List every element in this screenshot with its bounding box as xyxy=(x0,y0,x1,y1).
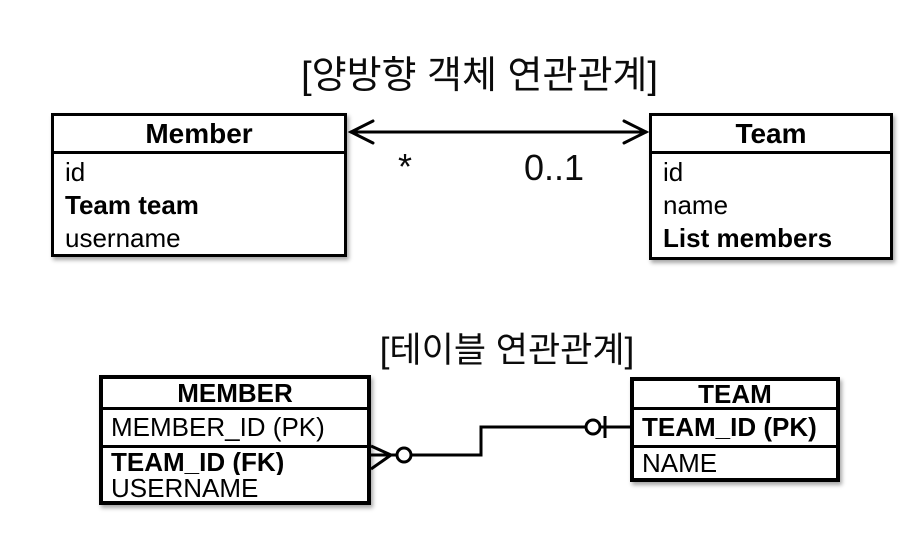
crows-foot-many-icon xyxy=(370,444,397,471)
team-table-name: TEAM xyxy=(634,381,836,410)
member-field-team: Team team xyxy=(65,190,199,220)
team-class-name: Team xyxy=(652,116,890,154)
team-pk-column: TEAM_ID (PK) xyxy=(634,410,836,448)
team-field-name: name xyxy=(663,190,729,220)
object-diagram-title: [양방향 객체 연관관계] xyxy=(301,55,658,97)
member-pk-column: MEMBER_ID (PK) xyxy=(103,410,367,448)
member-field-username: username xyxy=(65,223,181,253)
team-class-fields: id name List members xyxy=(652,154,890,255)
bidirectional-arrow-icon xyxy=(347,119,650,145)
zero-circle-icon xyxy=(584,418,602,436)
multiplicity-team-side: 0..1 xyxy=(524,147,585,188)
team-field-members: List members xyxy=(663,223,833,253)
member-table-columns: TEAM_ID (FK) USERNAME xyxy=(103,448,367,501)
team-table-columns: NAME xyxy=(634,448,836,478)
member-class-name: Member xyxy=(54,116,344,154)
team-name-column: NAME xyxy=(642,449,718,478)
zero-circle-icon xyxy=(395,446,413,464)
team-field-id: id xyxy=(663,157,684,187)
member-table-box: MEMBER MEMBER_ID (PK) TEAM_ID (FK) USERN… xyxy=(99,375,371,505)
member-field-id: id xyxy=(65,157,86,187)
member-class-box: Member id Team team username xyxy=(51,113,347,257)
team-class-box: Team id name List members xyxy=(649,113,893,260)
table-diagram-title: [테이블 연관관계] xyxy=(379,331,635,370)
member-username-column: USERNAME xyxy=(111,475,259,501)
member-fk-column: TEAM_ID (FK) xyxy=(111,449,285,475)
member-table-name: MEMBER xyxy=(103,379,367,410)
connector-path xyxy=(411,425,630,457)
fk-relationship-connector xyxy=(370,416,630,471)
multiplicity-member-side: * xyxy=(398,146,413,187)
team-table-box: TEAM TEAM_ID (PK) NAME xyxy=(630,377,840,482)
member-class-fields: id Team team username xyxy=(54,154,344,255)
